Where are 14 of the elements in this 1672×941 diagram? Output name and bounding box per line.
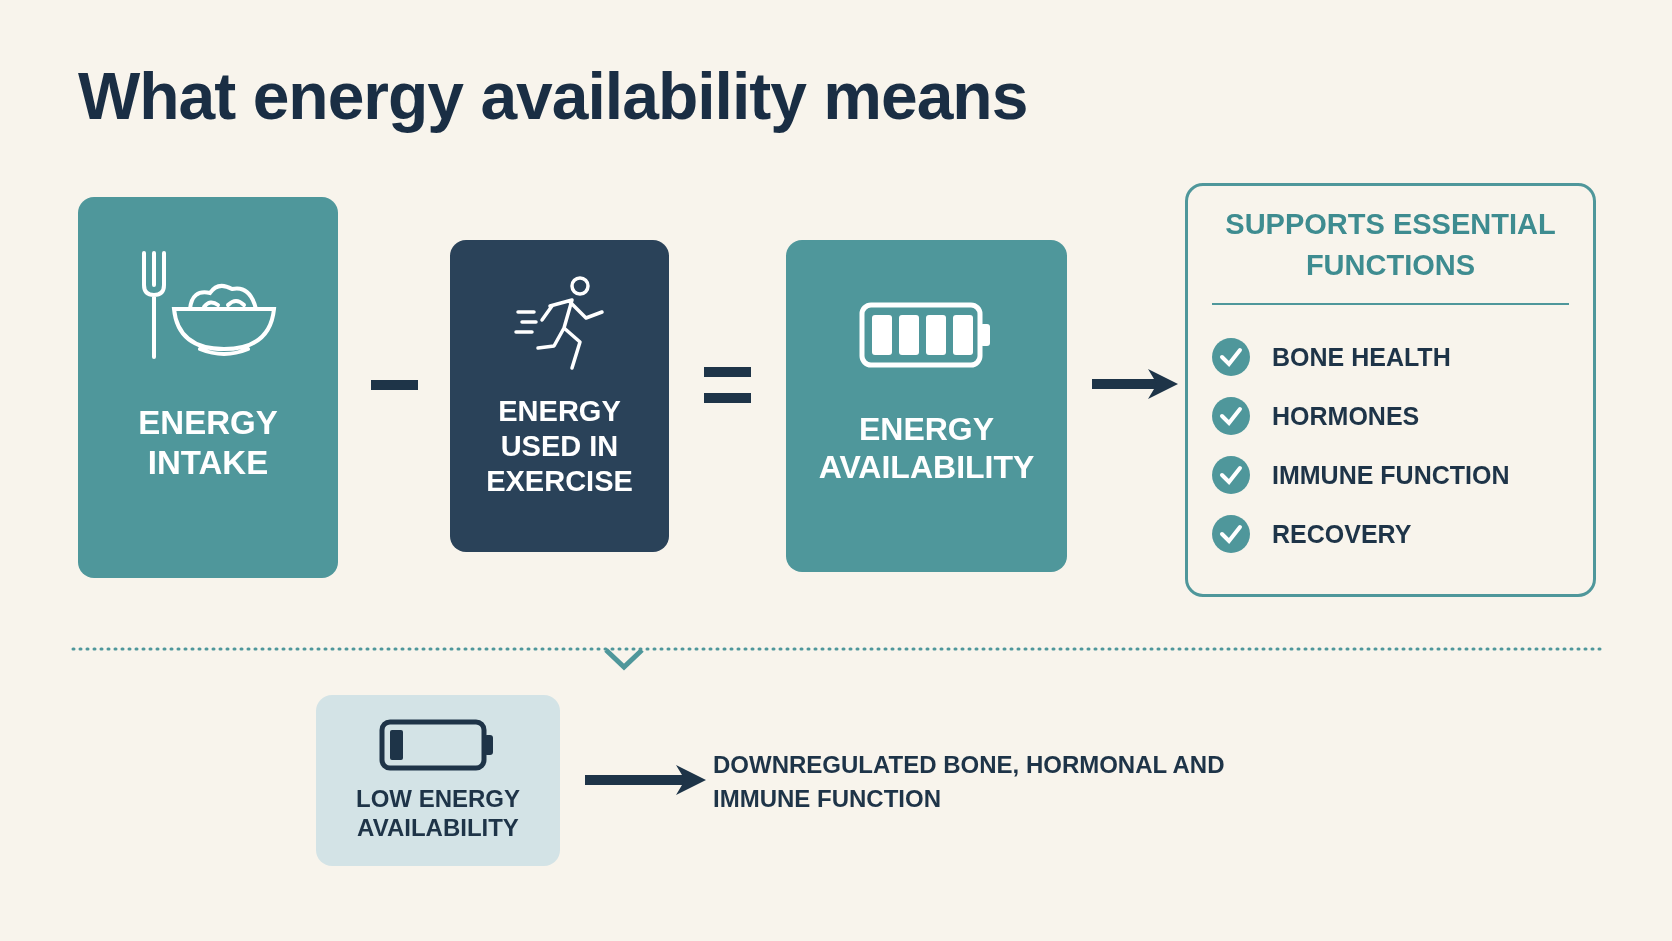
functions-panel — [1185, 183, 1596, 597]
concept-card: ENERGY AVAILABILITY — [786, 240, 1067, 572]
concept-card: ENERGY USED IN EXERCISE — [450, 240, 669, 552]
concept-card: ENERGY INTAKE — [78, 197, 338, 578]
function-item: RECOVERY — [1272, 518, 1412, 549]
function-item: IMMUNE FUNCTION — [1272, 459, 1510, 490]
arrow — [1092, 369, 1178, 399]
arrow — [585, 765, 706, 795]
title: What energy availability means — [78, 58, 1028, 134]
concept-card: LOW ENERGY AVAILABILITY — [316, 695, 560, 866]
function-item: BONE HEALTH — [1272, 341, 1451, 372]
function-item: HORMONES — [1272, 400, 1420, 431]
panel-heading: SUPPORTS ESSENTIAL FUNCTIONS — [1224, 207, 1557, 283]
outcome-text: DOWNREGULATED BONE, HORMONAL AND IMMUNE FUNCTION — [713, 750, 1226, 814]
